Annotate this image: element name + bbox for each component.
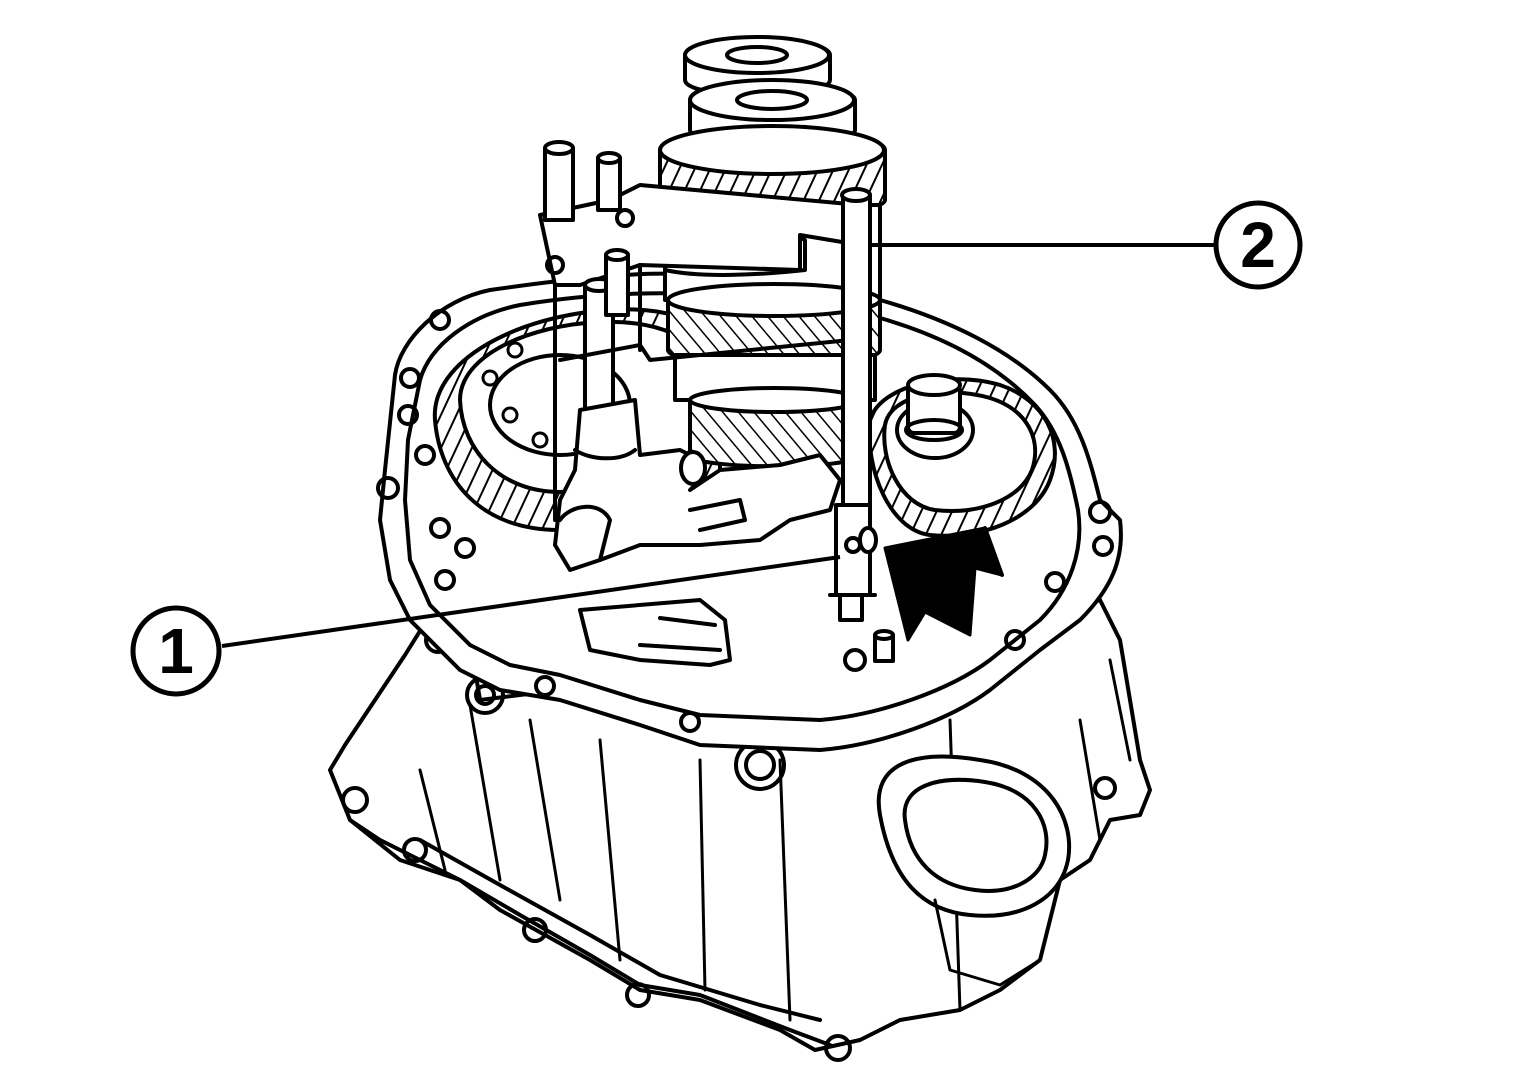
differential-gear [867,373,1057,538]
shift-rail-assembly [538,140,862,522]
callout-2-circle [1213,200,1303,290]
mainshaft-gear-stack [658,35,887,469]
callout-1-circle [130,605,222,697]
part-2-rod [828,187,878,622]
shift-fork [553,398,842,667]
leader-line-1 [221,555,841,648]
callout-1: 1 [130,555,841,697]
callout-2: 2 [868,200,1303,290]
callout-2-label: 2 [1240,209,1276,281]
callout-1-label: 1 [158,615,194,687]
part-1-pin [873,629,895,663]
